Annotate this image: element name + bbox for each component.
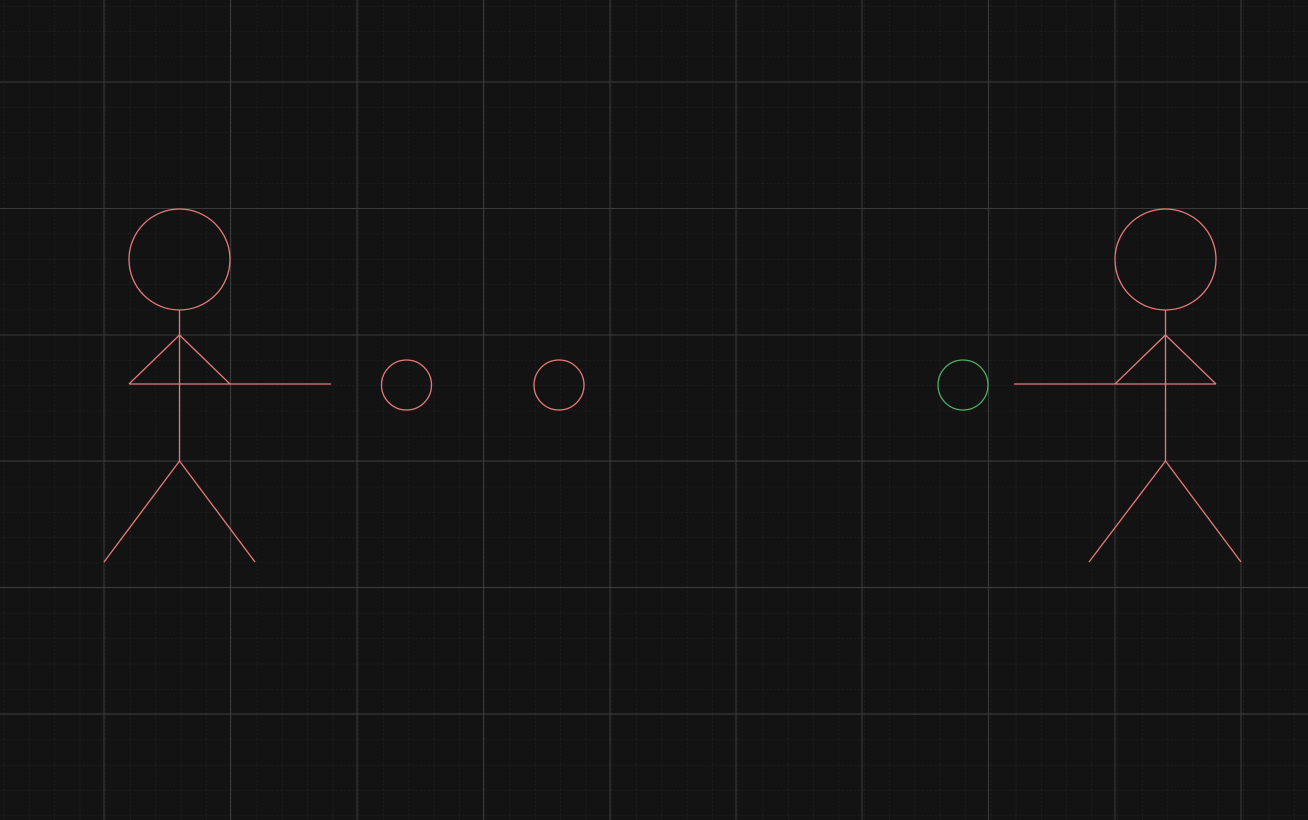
- leg-left: [103, 460, 181, 563]
- ball-3[interactable]: [937, 359, 989, 411]
- leg-right: [178, 460, 256, 563]
- shoulder-right: [1165, 334, 1217, 385]
- stick-figure-right[interactable]: [1014, 208, 1242, 563]
- stick-figure-left[interactable]: [103, 208, 331, 563]
- leg-right: [1164, 460, 1242, 563]
- ball-2[interactable]: [533, 359, 585, 411]
- shoulder-left: [128, 334, 180, 385]
- leg-left: [1088, 460, 1167, 563]
- shoulder-right: [179, 334, 231, 385]
- ball-1[interactable]: [380, 359, 433, 411]
- shoulder-left: [1114, 334, 1166, 385]
